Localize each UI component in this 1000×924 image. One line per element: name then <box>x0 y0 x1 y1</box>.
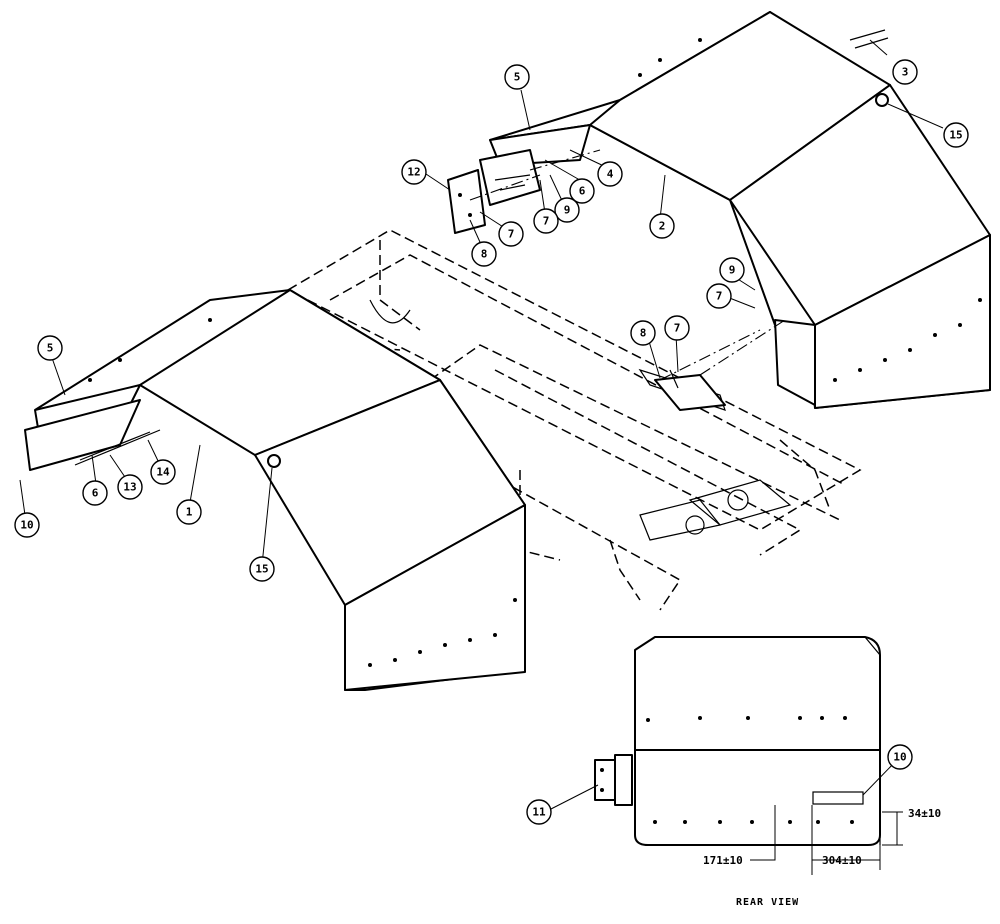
svg-text:9: 9 <box>564 204 571 217</box>
callout-7: 7 <box>664 315 690 341</box>
svg-text:12: 12 <box>407 166 420 179</box>
center-bracket <box>654 319 786 411</box>
svg-text:11: 11 <box>532 806 546 819</box>
svg-text:6: 6 <box>579 185 586 198</box>
callout-10: 10 <box>14 512 40 538</box>
svg-text:3: 3 <box>902 66 909 79</box>
dimension-vertical-offset: 34±10 <box>908 807 941 820</box>
callout-1: 1 <box>176 499 202 525</box>
svg-text:5: 5 <box>47 342 54 355</box>
callout-9: 9 <box>719 257 745 283</box>
svg-text:7: 7 <box>716 290 723 303</box>
svg-text:15: 15 <box>949 129 962 142</box>
svg-text:14: 14 <box>156 466 170 479</box>
callout-4: 4 <box>597 161 623 187</box>
callout-14: 14 <box>150 459 176 485</box>
callout-7: 7 <box>706 283 732 309</box>
svg-text:5: 5 <box>514 71 521 84</box>
svg-text:15: 15 <box>255 563 268 576</box>
callout-3: 3 <box>892 59 918 85</box>
svg-text:13: 13 <box>123 481 136 494</box>
svg-text:10: 10 <box>893 751 906 764</box>
callout-2: 2 <box>649 213 675 239</box>
svg-text:8: 8 <box>481 248 488 261</box>
callout-9: 9 <box>554 197 580 223</box>
callout-5: 5 <box>37 335 63 361</box>
callout-7: 7 <box>533 208 559 234</box>
callouts: 3 15 5 4 6 9 7 2 12 7 8 9 7 8 7 5 14 13 … <box>14 59 969 825</box>
callout-6: 6 <box>82 480 108 506</box>
callout-11: 11 <box>526 799 552 825</box>
svg-text:7: 7 <box>508 228 515 241</box>
callout-5: 5 <box>504 64 530 90</box>
svg-text:6: 6 <box>92 487 99 500</box>
dimension-height-from-bottom: 171±10 <box>703 854 743 867</box>
callout-12: 12 <box>401 159 427 185</box>
svg-text:8: 8 <box>640 327 647 340</box>
svg-text:9: 9 <box>729 264 736 277</box>
callout-8: 8 <box>630 320 656 346</box>
callout-6: 6 <box>569 178 595 204</box>
svg-text:10: 10 <box>20 519 33 532</box>
view-label: REAR VIEW <box>736 897 799 908</box>
svg-text:7: 7 <box>543 215 550 228</box>
rear-fender <box>489 11 991 409</box>
callout-8: 8 <box>471 241 497 267</box>
callout-15: 15 <box>249 556 275 582</box>
front-fender <box>24 289 526 691</box>
svg-text:7: 7 <box>674 322 681 335</box>
rear-view-panel <box>594 636 903 875</box>
svg-text:2: 2 <box>659 220 666 233</box>
callout-10: 10 <box>887 744 913 770</box>
dimension-horizontal-offset: 304±10 <box>822 854 862 867</box>
callout-7: 7 <box>498 221 524 247</box>
svg-text:4: 4 <box>607 168 614 181</box>
upper-mount-bracket <box>447 149 601 234</box>
callout-15: 15 <box>943 122 969 148</box>
callout-13: 13 <box>117 474 143 500</box>
svg-text:1: 1 <box>186 506 193 519</box>
